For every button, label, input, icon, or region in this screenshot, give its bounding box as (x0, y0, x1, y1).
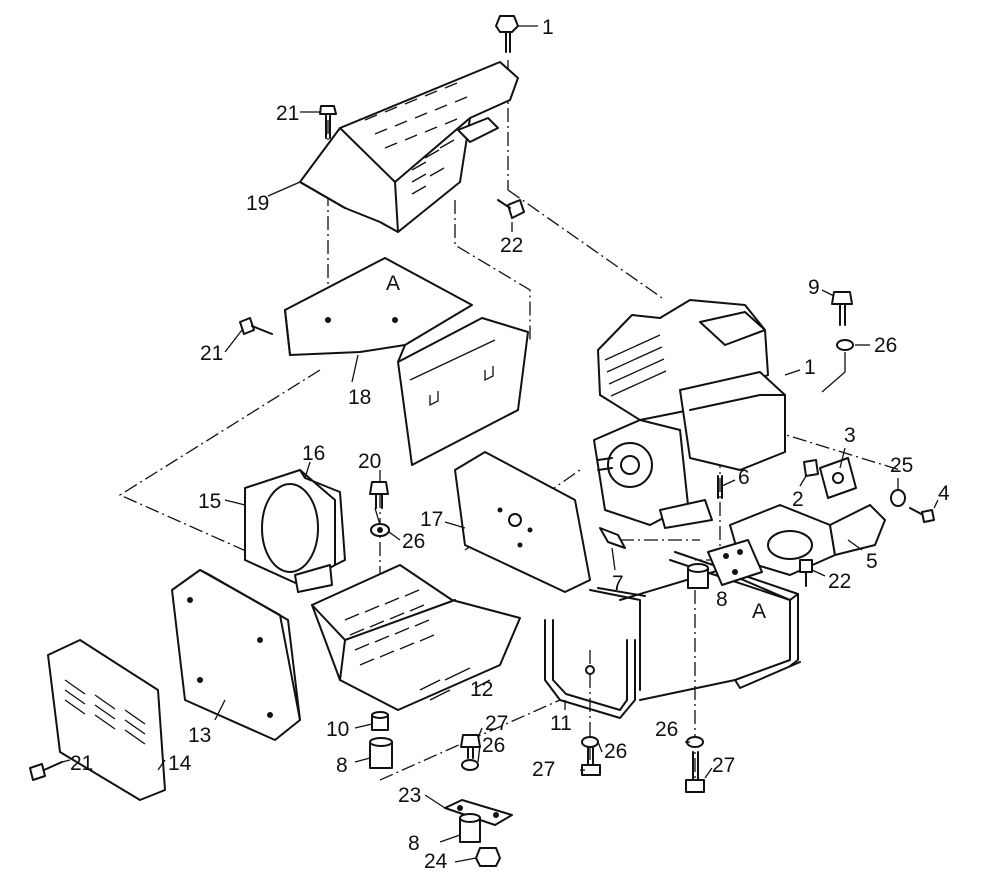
callout: 6 (738, 466, 750, 489)
part-14-front-panel (47, 639, 166, 801)
assembly-lines (118, 60, 901, 781)
callout: 13 (188, 724, 211, 747)
callout: A (386, 272, 400, 295)
callout: 21 (200, 342, 223, 365)
callout: 27 (485, 712, 508, 735)
callout: 27 (712, 754, 735, 777)
callout: 8 (336, 754, 348, 777)
callout: 4 (938, 482, 950, 505)
callout: 19 (246, 192, 269, 215)
callout: 7 (612, 572, 624, 595)
callout: 5 (866, 550, 878, 573)
callout: 18 (348, 386, 371, 409)
callout: 26 (402, 530, 425, 553)
callout: 14 (168, 752, 192, 775)
callout: 12 (470, 678, 493, 701)
part-1-engine (593, 299, 786, 529)
callout: 25 (890, 454, 913, 477)
callout: 26 (604, 740, 627, 763)
callout: 3 (844, 424, 856, 447)
callout: 22 (500, 234, 523, 257)
callout: 1 (804, 356, 816, 379)
part-15-16-rings (244, 469, 346, 593)
callout-labels: 1 21 19 22 A 21 18 9 26 1 3 25 4 2 6 5 2… (70, 16, 950, 873)
callout: 16 (302, 442, 325, 465)
callout: 26 (482, 734, 505, 757)
callout: 22 (828, 570, 851, 593)
callout: 9 (808, 276, 820, 299)
callout: 11 (550, 712, 572, 735)
callout: 26 (874, 334, 897, 357)
callout: 21 (276, 102, 299, 125)
part-5-muffler (707, 457, 886, 586)
callout: 15 (198, 490, 221, 513)
callout: 17 (420, 508, 443, 531)
callout: 1 (542, 16, 554, 39)
callout: 20 (358, 450, 381, 473)
part-18-mid-shroud (284, 257, 529, 466)
callout: 8 (716, 588, 728, 611)
callout: A (752, 600, 766, 623)
part-12-base-tray (311, 564, 521, 711)
part-13-side-panel (171, 569, 301, 741)
callout: 10 (326, 718, 349, 741)
callout: 8 (408, 832, 420, 855)
part-19-top-cover (299, 61, 519, 233)
callout: 2 (792, 488, 804, 511)
part-17-back-plate (454, 451, 591, 593)
callout: 21 (70, 752, 93, 775)
callout: 27 (532, 758, 555, 781)
callout: 23 (398, 784, 421, 807)
leader-lines (61, 25, 939, 863)
callout: 24 (424, 850, 448, 873)
callout: 26 (655, 718, 678, 741)
